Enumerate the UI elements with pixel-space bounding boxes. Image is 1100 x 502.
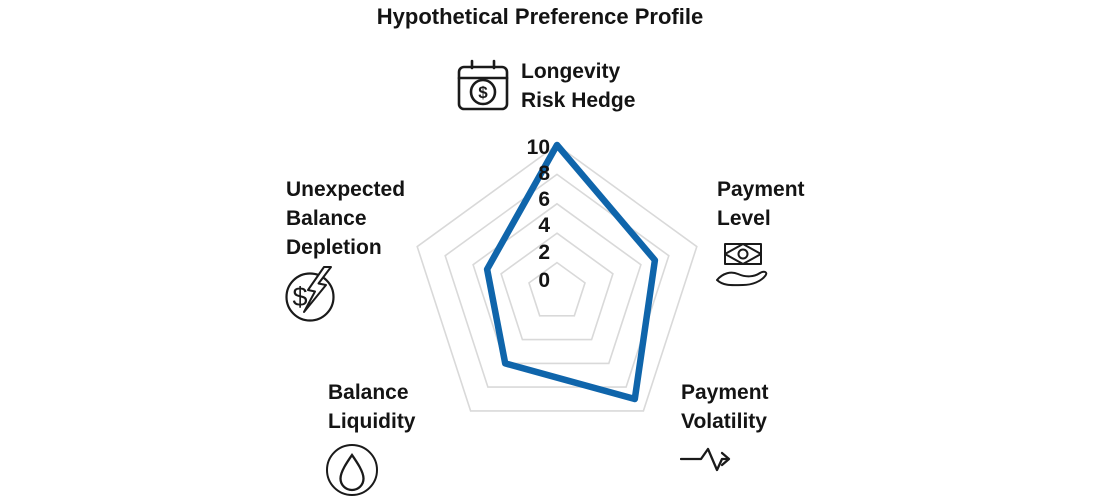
- radial-tick-label-0: 0: [538, 269, 550, 292]
- radial-tick-label-2: 2: [538, 241, 550, 264]
- grid-ring-6: [472, 202, 642, 365]
- dollar-lightning-icon: $: [285, 266, 335, 322]
- radial-tick-label-10: 10: [527, 136, 550, 159]
- cash-in-hand-icon: [716, 243, 768, 287]
- axis-label-payment-level: Payment Level: [717, 178, 805, 230]
- svg-text:$: $: [478, 83, 488, 102]
- droplet-circle-icon: [326, 444, 378, 496]
- axis-label-longevity-risk-hedge: Longevity Risk Hedge: [521, 60, 636, 112]
- grid-ring-2: [528, 261, 586, 317]
- axis-label-payment-volatility: Payment Volatility: [681, 381, 769, 433]
- grid-ring-10: [416, 144, 698, 412]
- radial-tick-label-8: 8: [538, 162, 550, 185]
- volatility-arrow-icon: [680, 447, 731, 472]
- axis-label-balance-liquidity: Balance Liquidity: [328, 381, 416, 433]
- calendar-dollar-icon: $: [457, 59, 509, 111]
- radial-tick-label-6: 6: [538, 188, 550, 211]
- radial-tick-label-4: 4: [538, 214, 550, 237]
- grid-ring-8: [444, 173, 670, 388]
- grid-ring-4: [500, 232, 614, 341]
- svg-text:$: $: [292, 282, 307, 312]
- chart-title: Hypothetical Preference Profile: [376, 4, 704, 29]
- preference-series-polygon: [483, 141, 659, 403]
- axis-label-unexpected-balance-depletion: Unexpected Balance Depletion: [286, 178, 406, 259]
